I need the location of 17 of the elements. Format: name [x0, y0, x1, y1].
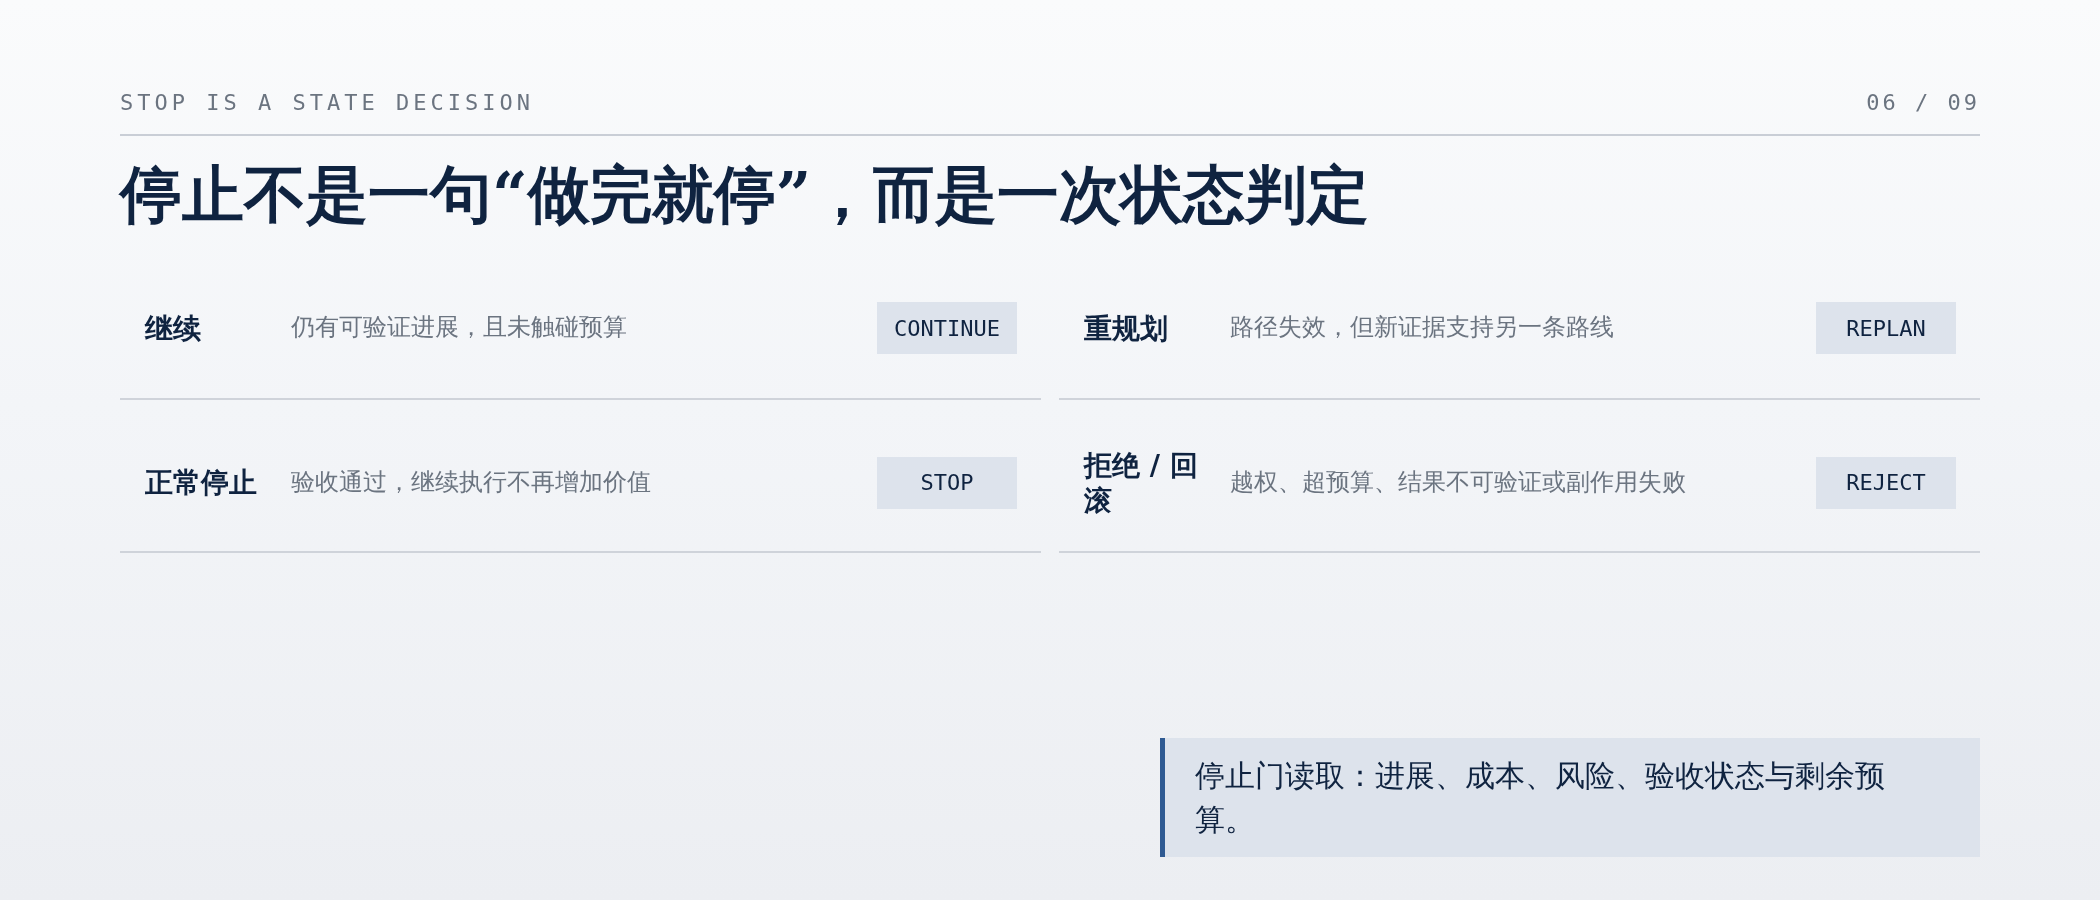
state-name: 继续 — [145, 310, 202, 346]
state-name: 正常停止 — [145, 465, 258, 500]
callout-note — [1160, 738, 1980, 857]
page-number: 06 / 09 — [1866, 90, 1980, 115]
state-code-tag: CONTINUE — [877, 302, 1017, 354]
state-code-tag: REJECT — [1816, 456, 1956, 509]
section-kicker: STOP IS A STATE DECISION — [120, 90, 534, 115]
slide-title: 停止不是一句“做完就停”，而是一次状态判定 — [120, 158, 1370, 233]
note-text: 停止门读取：进展、成本、风险、验收状态与剩余预算。 — [1195, 757, 1886, 839]
state-description: 越权、超预算、结果不可验证或副作用失败 — [1230, 466, 1687, 498]
state-code-tag: REPLAN — [1816, 302, 1956, 354]
state-description: 路径失效，但新证据支持另一条路线 — [1230, 312, 1615, 344]
state-description: 仍有可验证进展，且未触碰预算 — [291, 312, 628, 344]
state-name: 重规划 — [1084, 310, 1169, 346]
state-description: 验收通过，继续执行不再增加价值 — [291, 466, 652, 498]
state-code-tag: STOP — [877, 456, 1017, 509]
state-name: 拒绝 / 回滚 — [1084, 447, 1199, 518]
